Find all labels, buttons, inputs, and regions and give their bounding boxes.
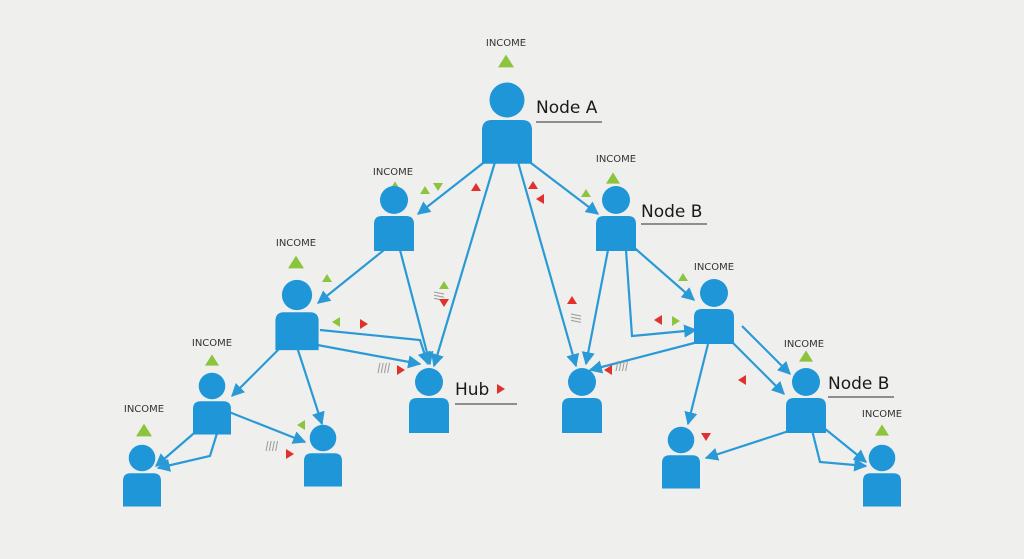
down-triangle-icon bbox=[654, 315, 662, 325]
connection-path bbox=[156, 429, 220, 472]
motion-lines-icon bbox=[265, 440, 279, 452]
connection-arrow bbox=[704, 426, 799, 461]
motion-lines-icon bbox=[570, 313, 582, 323]
down-triangle-icon bbox=[439, 299, 449, 307]
down-triangle-icon bbox=[286, 449, 294, 459]
income-label: INCOME bbox=[694, 262, 734, 273]
connection-arrow bbox=[516, 161, 580, 368]
up-triangle-icon bbox=[322, 274, 332, 282]
connection-arrow bbox=[398, 249, 434, 366]
connection-arrow bbox=[431, 161, 497, 368]
connection-path bbox=[624, 249, 698, 338]
person-icon bbox=[304, 424, 342, 487]
connection-arrow bbox=[223, 408, 307, 444]
hub-label: Hub bbox=[455, 380, 489, 400]
down-triangle-icon bbox=[604, 365, 612, 375]
income-label: INCOME bbox=[862, 409, 902, 420]
down-triangle-icon bbox=[360, 319, 368, 329]
down-triangle-icon bbox=[497, 384, 505, 394]
connection-arrow bbox=[629, 243, 695, 301]
up-triangle-icon bbox=[581, 189, 591, 197]
connection-path bbox=[319, 328, 431, 366]
income-label: INCOME bbox=[596, 154, 636, 165]
income-label: INCOME bbox=[276, 238, 316, 249]
connection-path bbox=[810, 429, 868, 472]
node-b-label: Node B bbox=[828, 374, 889, 394]
connection-arrow bbox=[581, 249, 610, 366]
up-triangle-icon bbox=[297, 420, 305, 430]
income-label: INCOME bbox=[486, 38, 526, 49]
node-b-label: Node B bbox=[641, 202, 702, 222]
connection-arrow bbox=[588, 340, 699, 374]
person-icon bbox=[562, 368, 602, 433]
person-icon bbox=[482, 82, 532, 164]
up-triangle-icon bbox=[205, 354, 219, 366]
income-label: INCOME bbox=[192, 338, 232, 349]
connection-edges bbox=[155, 159, 868, 472]
up-triangle-icon bbox=[136, 423, 152, 437]
up-triangle-icon bbox=[672, 316, 680, 326]
connection-arrow bbox=[823, 427, 868, 463]
down-triangle-icon bbox=[536, 194, 544, 204]
up-triangle-icon bbox=[332, 317, 340, 327]
connection-arrow bbox=[231, 343, 285, 397]
person-icon bbox=[374, 186, 414, 251]
motion-lines-icon bbox=[615, 360, 629, 372]
person-nodes bbox=[123, 82, 901, 507]
income-label: INCOME bbox=[124, 404, 164, 415]
person-icon bbox=[786, 368, 826, 433]
up-triangle-icon bbox=[439, 281, 449, 289]
up-triangle-icon bbox=[420, 186, 430, 194]
up-triangle-icon bbox=[498, 54, 514, 68]
income-label: INCOME bbox=[784, 339, 824, 350]
person-icon bbox=[662, 426, 700, 489]
down-triangle-icon bbox=[397, 365, 405, 375]
down-triangle-icon bbox=[567, 296, 577, 304]
connection-arrow bbox=[684, 343, 710, 426]
person-icon bbox=[863, 444, 901, 507]
income-label: INCOME bbox=[373, 167, 413, 178]
up-triangle-icon bbox=[875, 424, 889, 436]
person-icon bbox=[694, 279, 734, 344]
connection-arrow bbox=[731, 341, 785, 395]
node-labels: INCOME INCOME INCOME INCOME INCOME INCOME INCO… bbox=[124, 38, 902, 420]
down-triangle-icon bbox=[433, 183, 443, 191]
down-triangle-icon bbox=[528, 181, 538, 189]
node-a-label: Node A bbox=[536, 98, 598, 118]
connection-arrow bbox=[311, 342, 422, 369]
up-triangle-icon bbox=[678, 273, 688, 281]
down-triangle-icon bbox=[738, 375, 746, 385]
connection-arrow bbox=[416, 159, 488, 215]
person-icon bbox=[193, 372, 231, 435]
person-icon bbox=[596, 186, 636, 251]
connection-arrow bbox=[526, 159, 600, 215]
up-triangle-icon bbox=[288, 255, 304, 269]
up-triangle-icon bbox=[799, 350, 813, 362]
connection-arrow bbox=[294, 343, 325, 426]
up-triangle-icon bbox=[606, 172, 620, 184]
down-triangle-icon bbox=[701, 433, 711, 441]
down-triangle-icon bbox=[471, 183, 481, 191]
connection-arrow bbox=[316, 249, 385, 304]
person-icon bbox=[123, 444, 161, 507]
person-icon bbox=[275, 279, 319, 351]
person-icon bbox=[409, 368, 449, 433]
motion-lines-icon bbox=[377, 362, 391, 374]
connection-arrow bbox=[741, 325, 791, 375]
